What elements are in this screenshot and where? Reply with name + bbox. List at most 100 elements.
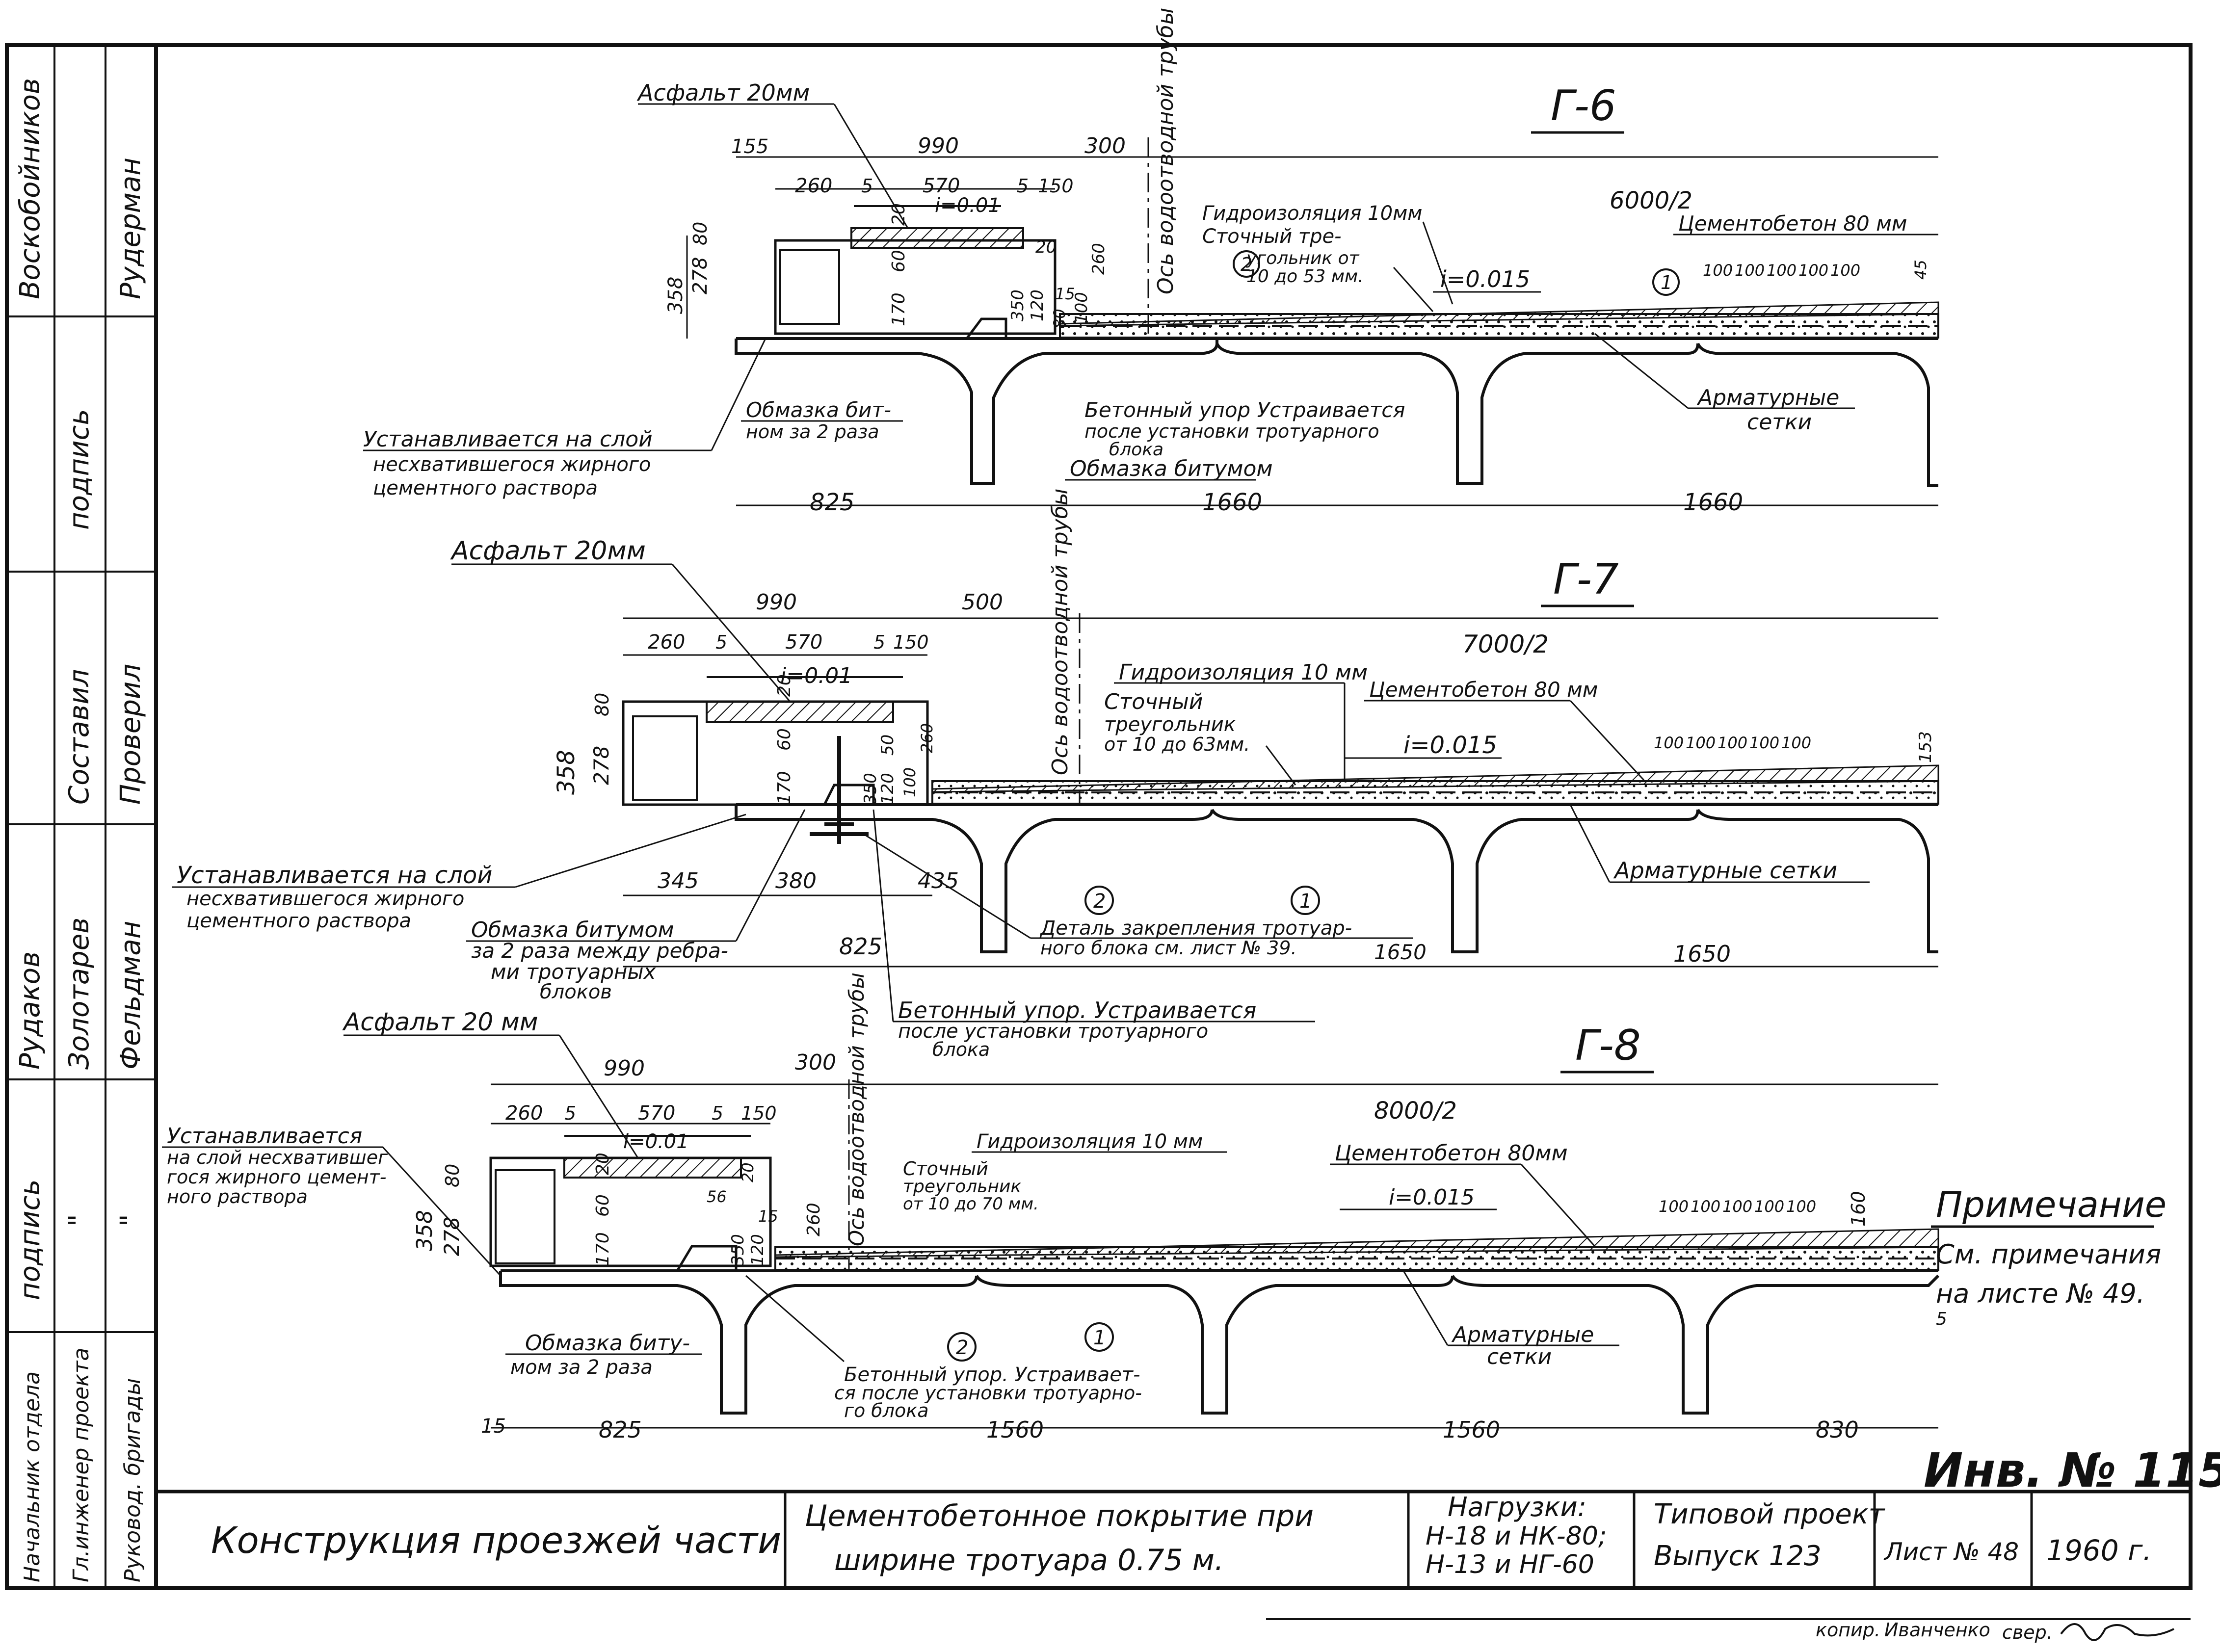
g6-dim-5b: 5 <box>1017 175 1029 197</box>
g6-in-20: 20 <box>889 203 909 226</box>
g8-girder-2 <box>975 1275 1454 1415</box>
g8-rebar-4: 100 <box>1754 1197 1784 1216</box>
g6-drain-triangle <box>1059 301 1939 327</box>
g6-in-80: 80 <box>1050 309 1069 329</box>
g7-bottom-825: 825 <box>839 933 882 960</box>
copy-line: копир. Иванченко свер. <box>1816 1619 2174 1643</box>
title-sub-1: Цементобетонное покрытие при <box>805 1499 1314 1533</box>
g8-in-120: 120 <box>748 1234 767 1266</box>
g7-label-concrete: Цементобетон 80 мм <box>1369 678 1598 702</box>
g7-dim-570: 570 <box>785 631 822 654</box>
g6-dim-span: 6000/2 <box>1610 187 1692 214</box>
g6-girder-2 <box>1216 342 1699 485</box>
g8-marker-2: 2 <box>956 1337 968 1359</box>
g7-in-120: 120 <box>878 773 898 805</box>
g7-in-260: 260 <box>918 723 936 753</box>
g6-stop-3: блока <box>1109 440 1163 460</box>
g7-marker-1: 1 <box>1299 890 1312 913</box>
g7-stop-1: Бетонный упор. Устраивается <box>898 997 1256 1023</box>
g6-asphalt-layer <box>850 227 1024 249</box>
g8-marker-2-circle <box>947 1332 977 1362</box>
side-role-2: Гл.инженер проекта <box>69 1348 94 1582</box>
g7-drain-triangle <box>931 764 1939 793</box>
g6-label-drain-1: Сточный тре- <box>1202 225 1342 248</box>
g8-bitumen-2: мом за 2 раза <box>510 1356 653 1379</box>
g6-dim-155: 155 <box>731 135 768 158</box>
g7-anchor-bolt <box>810 736 869 844</box>
g7-right-153: 153 <box>1916 731 1935 763</box>
side-sign-ditto-2: " <box>115 1214 147 1227</box>
g6-in-60: 60 <box>889 250 909 272</box>
g6-label-hydro: Гидроизоляция 10мм <box>1202 202 1422 225</box>
side-role-3: Руковод. бригады <box>120 1378 145 1582</box>
g8-in-20b: 20 <box>739 1162 757 1182</box>
g8-axis-label: Ось водоотводной трубы <box>845 972 869 1246</box>
note-line-1: См. примечания <box>1936 1239 2161 1270</box>
g8-bottom-830: 830 <box>1816 1416 1859 1443</box>
g6-in-350: 350 <box>1008 289 1028 321</box>
title-main: Конструкция проезжей части <box>211 1520 781 1562</box>
g8-dim-990: 990 <box>604 1056 645 1081</box>
side-sign-ditto-1: " <box>63 1214 95 1227</box>
section-g8: Г-8 Асфальт 20 мм 990 300 8000/2 260 5 5… <box>162 972 1947 1443</box>
g7-dim-278: 278 <box>589 746 613 785</box>
g6-stop-2: после установки тротуарного <box>1084 420 1379 442</box>
g8-rebar-3: 100 <box>1722 1197 1752 1216</box>
g6-dim-260: 260 <box>795 175 832 197</box>
g8-stop-2: ся после установки тротуарно- <box>834 1382 1142 1404</box>
g6-axis-label: Ось водоотводной трубы <box>1153 7 1178 294</box>
copy-label: копир. <box>1816 1619 1880 1641</box>
g6-dim-150: 150 <box>1038 175 1074 197</box>
g8-label-concrete: Цементобетон 80мм <box>1335 1141 1568 1166</box>
g7-girder-1 <box>735 805 1214 953</box>
g8-stop-3: го блока <box>844 1400 929 1421</box>
side-top-name-2: Рудерман <box>115 157 147 299</box>
loads-line-1: Н-18 и НК-80; <box>1426 1521 1607 1551</box>
title-block: Конструкция проезжей части Цементобетонн… <box>156 1490 2191 1588</box>
g6-slope-top: i=0.01 <box>935 194 1001 217</box>
g6-install-1: Устанавливается на слой <box>363 427 653 452</box>
note-line-2: на листе № 49. <box>1936 1278 2145 1309</box>
side-group-name-1: Рудаков <box>14 951 46 1070</box>
side-label-checked: Проверил <box>115 664 147 805</box>
side-sign-label: подпись <box>14 1180 46 1300</box>
g8-dim-150: 150 <box>741 1102 777 1124</box>
g7-detail-2: ного блока см. лист № 39. <box>1040 937 1297 959</box>
g7-concrete-stop <box>823 784 875 806</box>
g6-rebar-4: 100 <box>1798 261 1828 280</box>
g6-label-asphalt: Асфальт 20мм <box>636 79 810 106</box>
g8-label-hydro: Гидроизоляция 10 мм <box>977 1130 1203 1153</box>
g8-slope: i=0.015 <box>1389 1185 1475 1210</box>
g8-right-160: 160 <box>1848 1191 1869 1227</box>
g6-stop-1: Бетонный упор Устраивается <box>1084 398 1405 422</box>
g8-in-20: 20 <box>593 1153 613 1175</box>
g6-in-15: 15 <box>1055 285 1075 303</box>
g6-bitumen-b: Обмазка битумом <box>1070 456 1273 481</box>
g8-marker-1: 1 <box>1093 1327 1106 1349</box>
g6-bottom-1660a: 1660 <box>1202 489 1262 516</box>
g6-armature-2: сетки <box>1747 410 1812 435</box>
g8-in-15: 15 <box>758 1207 778 1226</box>
g7-rebar-1: 100 <box>1654 734 1684 752</box>
g6-in-100: 100 <box>1072 292 1091 324</box>
g7-marker-2: 2 <box>1093 890 1106 913</box>
g8-stop-1: Бетонный упор. Устраивает- <box>844 1364 1140 1386</box>
g8-bottom-1560a: 1560 <box>986 1416 1044 1443</box>
g8-install-4: ного раствора <box>167 1186 308 1207</box>
g6-dim-278: 278 <box>689 257 712 294</box>
note-block: Примечание См. примечания на листе № 49. <box>1931 1184 2167 1309</box>
title-sub-2: ширине тротуара 0.75 м. <box>834 1543 1224 1577</box>
side-label-sign-top: подпись <box>63 409 95 530</box>
g7-in-20: 20 <box>774 674 794 697</box>
side-label-composed: Составил <box>63 669 95 805</box>
g6-dim-300: 300 <box>1084 133 1126 158</box>
side-block: Воскобойников Рудерман подпись Составил … <box>14 78 147 1582</box>
g7-rebar-3: 100 <box>1718 734 1747 752</box>
g6-concrete-stop <box>966 317 1007 340</box>
g6-slope: i=0.015 <box>1440 266 1530 292</box>
g7-label-asphalt: Асфальт 20мм <box>450 536 646 566</box>
g6-install-3: цементного раствора <box>373 477 598 499</box>
g6-label-concrete: Цементобетон 80 мм <box>1678 211 1907 236</box>
g8-install-3: гося жирного цемент- <box>167 1166 386 1188</box>
g7-in-350: 350 <box>861 773 880 805</box>
